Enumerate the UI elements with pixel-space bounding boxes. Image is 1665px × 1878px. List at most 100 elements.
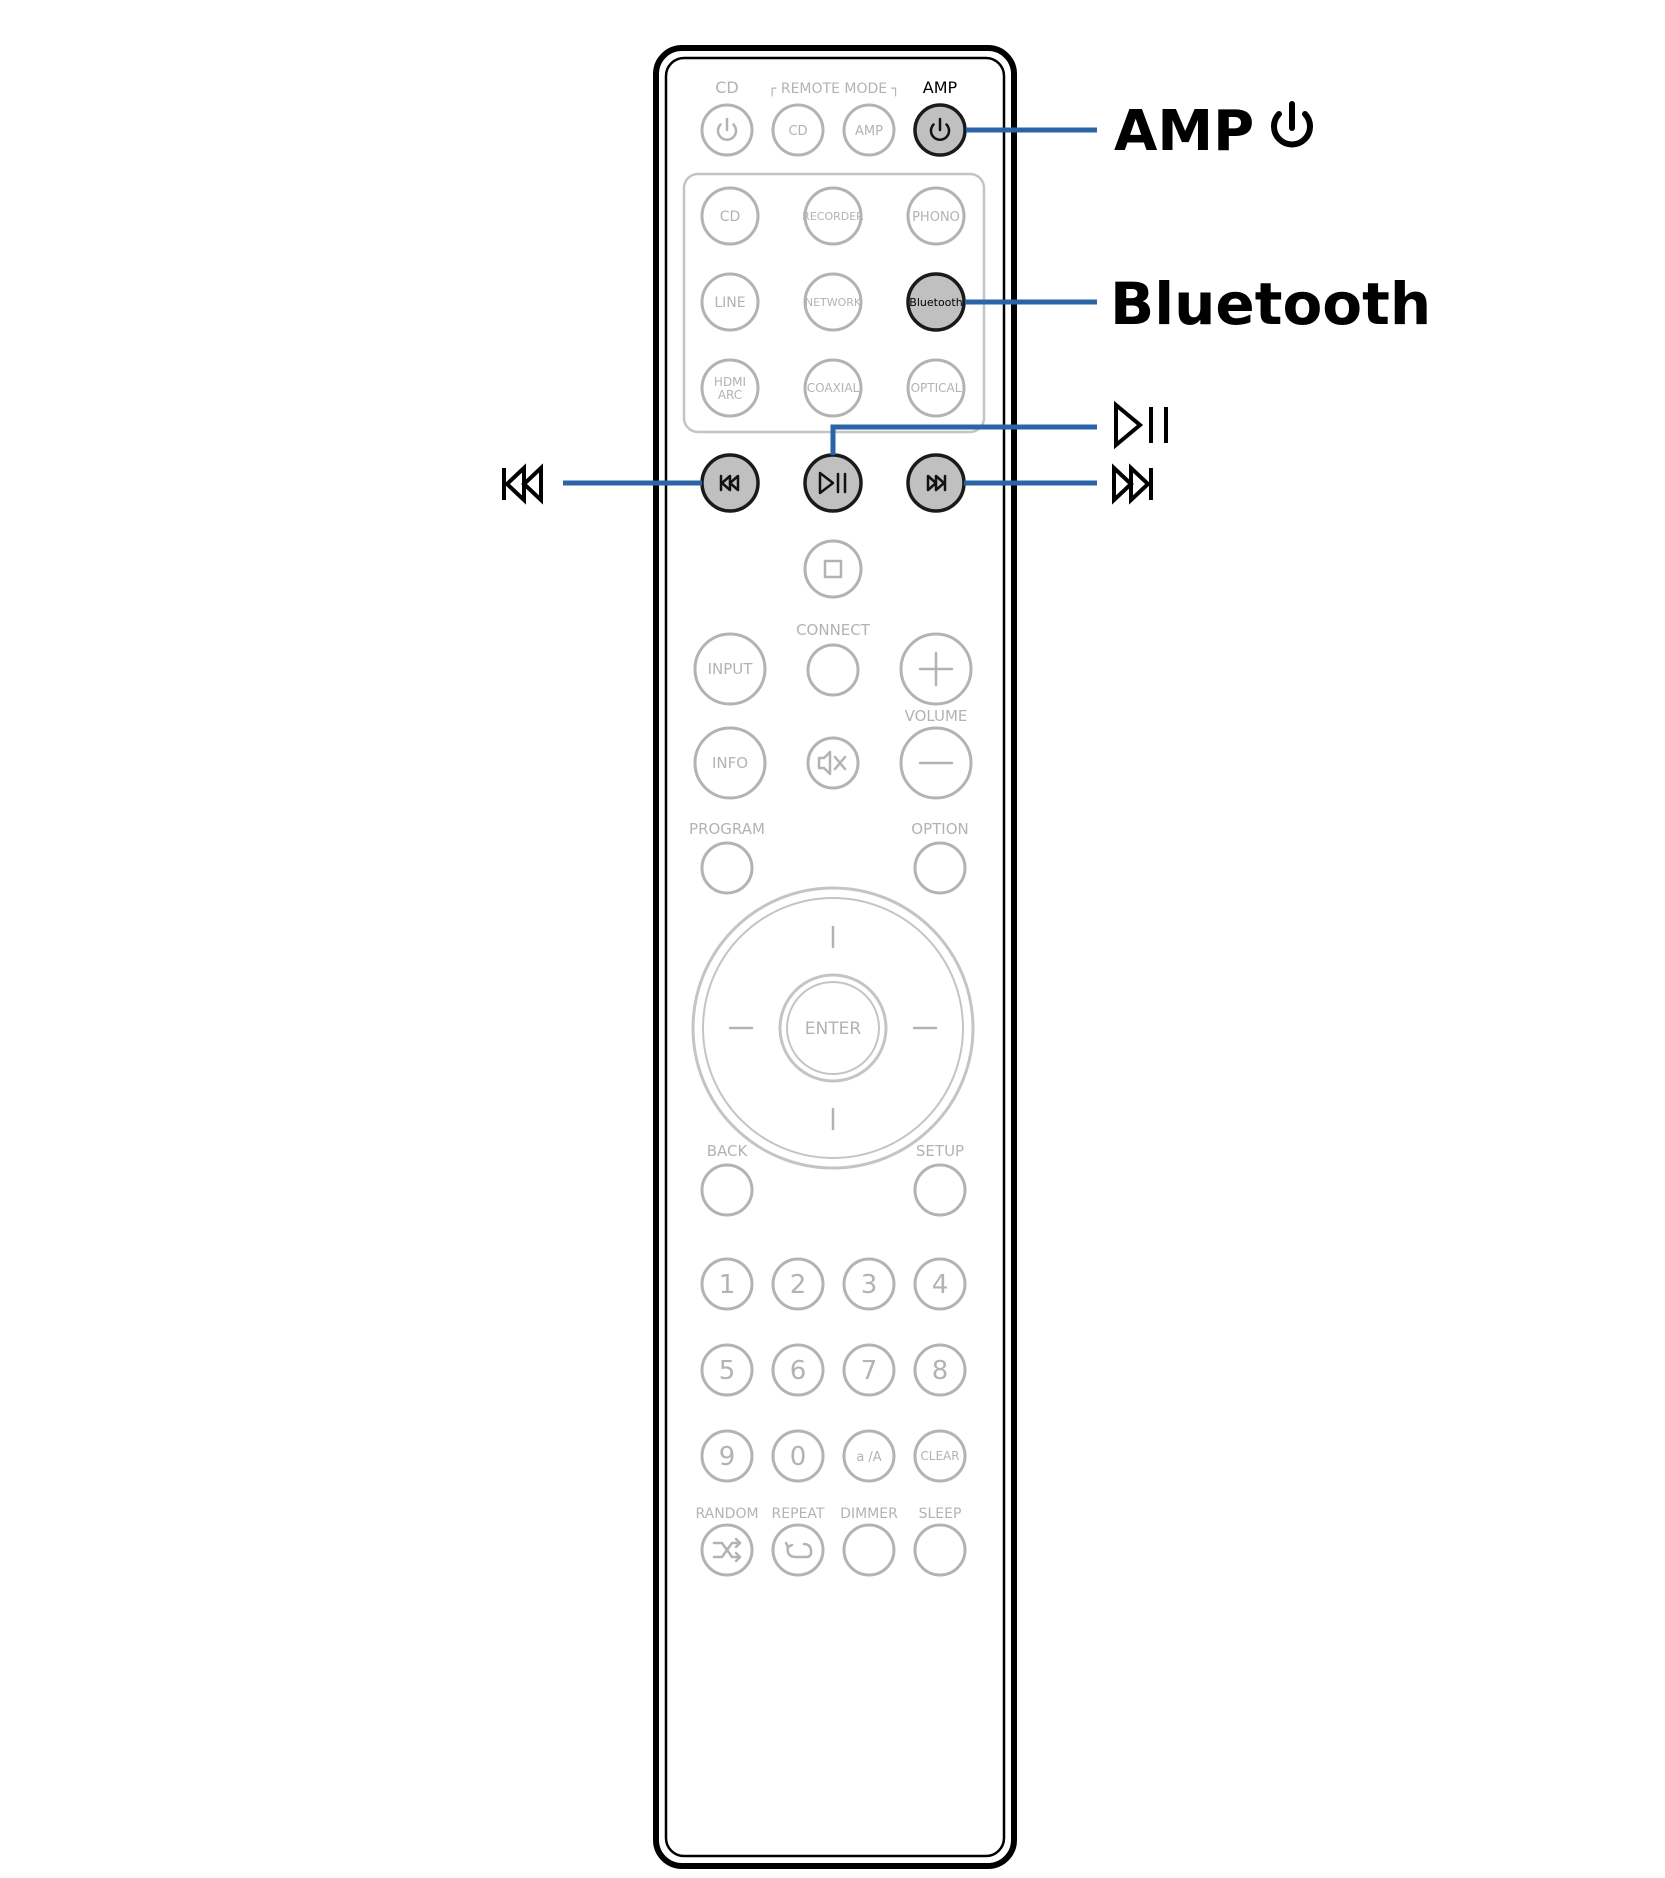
- input-line-button[interactable]: LINE: [700, 272, 760, 332]
- shuffle-icon: [712, 1537, 742, 1563]
- number-0-label: 0: [790, 1442, 807, 1472]
- repeat-label: REPEAT: [772, 1506, 825, 1522]
- input-arc-label: ARC: [718, 388, 742, 402]
- input-hdmi-label: HDMI: [714, 375, 746, 389]
- repeat-icon: [784, 1541, 813, 1559]
- random-button[interactable]: [700, 1523, 754, 1577]
- dimmer-label: DIMMER: [840, 1506, 898, 1522]
- volume-down-button[interactable]: [899, 726, 973, 800]
- input-network-button[interactable]: NETWORK: [803, 272, 863, 332]
- connect-button[interactable]: [806, 643, 860, 697]
- number-6-label: 6: [790, 1356, 807, 1386]
- number-button-7[interactable]: 7: [842, 1343, 896, 1397]
- sleep-button[interactable]: [913, 1523, 967, 1577]
- callout-bluetooth-text: Bluetooth: [1110, 270, 1431, 338]
- skip-back-icon: [719, 474, 740, 492]
- input-cd-button[interactable]: CD: [700, 186, 760, 246]
- skip-forward-button[interactable]: [906, 453, 966, 513]
- stop-button[interactable]: [803, 539, 863, 599]
- clear-button[interactable]: CLEAR: [913, 1429, 967, 1483]
- mode-cd-button[interactable]: CD: [771, 103, 825, 157]
- play-pause-icon: [818, 471, 847, 495]
- callout-skip-forward: [964, 463, 1153, 505]
- volume-up-button[interactable]: [899, 632, 973, 706]
- option-button[interactable]: [913, 841, 967, 895]
- input-button-label: INPUT: [708, 660, 754, 678]
- random-label: RANDOM: [695, 1506, 758, 1522]
- mode-cd-label: CD: [788, 124, 807, 139]
- case-toggle-button[interactable]: a /A: [842, 1429, 896, 1483]
- number-8-label: 8: [932, 1356, 949, 1386]
- input-optical-label: OPTICAL: [911, 381, 962, 395]
- label-cd-mode: CD: [715, 78, 739, 97]
- number-4-label: 4: [932, 1270, 949, 1300]
- mode-amp-button[interactable]: AMP: [842, 103, 896, 157]
- input-hdmi-arc-button[interactable]: HDMI ARC: [700, 358, 760, 418]
- power-icon: [716, 117, 738, 141]
- option-label: OPTION: [911, 820, 968, 838]
- setup-button[interactable]: [913, 1163, 967, 1217]
- number-button-1[interactable]: 1: [700, 1257, 754, 1311]
- number-button-8[interactable]: 8: [913, 1343, 967, 1397]
- volume-label: VOLUME: [905, 707, 968, 725]
- back-label: BACK: [707, 1142, 749, 1160]
- input-network-label: NETWORK: [805, 296, 862, 309]
- number-9-label: 9: [719, 1442, 736, 1472]
- input-recorder-button[interactable]: RECORDER: [802, 186, 864, 246]
- enter-label: ENTER: [805, 1019, 862, 1039]
- input-phono-button[interactable]: PHONO: [906, 186, 966, 246]
- navigation-pad[interactable]: [691, 886, 975, 1170]
- input-phono-label: PHONO: [912, 210, 960, 225]
- input-optical-button[interactable]: OPTICAL: [906, 358, 966, 418]
- input-cd-label: CD: [720, 209, 741, 225]
- number-button-5[interactable]: 5: [700, 1343, 754, 1397]
- callout-bluetooth: Bluetooth: [965, 270, 1431, 338]
- enter-button[interactable]: ENTER: [778, 973, 888, 1083]
- callout-amp-power: AMP: [966, 99, 1313, 164]
- mute-button[interactable]: [806, 736, 860, 790]
- connect-label: CONNECT: [796, 621, 871, 639]
- amp-power-button[interactable]: [913, 103, 967, 157]
- power-icon: [1271, 101, 1313, 148]
- skip-back-button[interactable]: [700, 453, 760, 513]
- sleep-label: SLEEP: [919, 1506, 962, 1522]
- program-button[interactable]: [700, 841, 754, 895]
- number-button-0[interactable]: 0: [771, 1429, 825, 1483]
- cd-power-button[interactable]: [700, 103, 754, 157]
- power-icon: [929, 117, 951, 141]
- info-button-label: INFO: [712, 754, 748, 772]
- program-label: PROGRAM: [689, 820, 765, 838]
- callout-amp-power-text: AMP: [1114, 99, 1254, 164]
- number-2-label: 2: [790, 1270, 807, 1300]
- number-button-4[interactable]: 4: [913, 1257, 967, 1311]
- input-bluetooth-label: Bluetooth: [909, 296, 962, 309]
- input-recorder-label: RECORDER: [802, 210, 864, 223]
- label-remote-mode: ┌ REMOTE MODE ┐: [768, 81, 900, 97]
- input-bluetooth-button[interactable]: Bluetooth: [906, 272, 966, 332]
- play-pause-icon: [1114, 400, 1168, 450]
- info-button[interactable]: INFO: [693, 726, 767, 800]
- number-1-label: 1: [719, 1270, 736, 1300]
- dimmer-button[interactable]: [842, 1523, 896, 1577]
- number-3-label: 3: [861, 1270, 878, 1300]
- plus-icon: [918, 651, 954, 687]
- number-button-2[interactable]: 2: [771, 1257, 825, 1311]
- input-button[interactable]: INPUT: [693, 632, 767, 706]
- setup-label: SETUP: [916, 1142, 964, 1160]
- number-button-9[interactable]: 9: [700, 1429, 754, 1483]
- input-coaxial-button[interactable]: COAXIAL: [803, 358, 863, 418]
- back-button[interactable]: [700, 1163, 754, 1217]
- mode-amp-label: AMP: [855, 124, 883, 139]
- number-7-label: 7: [861, 1356, 878, 1386]
- case-toggle-label: a /A: [856, 1450, 881, 1465]
- input-line-label: LINE: [714, 295, 745, 311]
- clear-label: CLEAR: [920, 1449, 959, 1463]
- label-amp-mode: AMP: [923, 78, 958, 97]
- number-button-6[interactable]: 6: [771, 1343, 825, 1397]
- input-coaxial-label: COAXIAL: [807, 381, 860, 395]
- skip-back-icon: [502, 463, 543, 505]
- number-button-3[interactable]: 3: [842, 1257, 896, 1311]
- repeat-button[interactable]: [771, 1523, 825, 1577]
- play-pause-button[interactable]: [803, 453, 863, 513]
